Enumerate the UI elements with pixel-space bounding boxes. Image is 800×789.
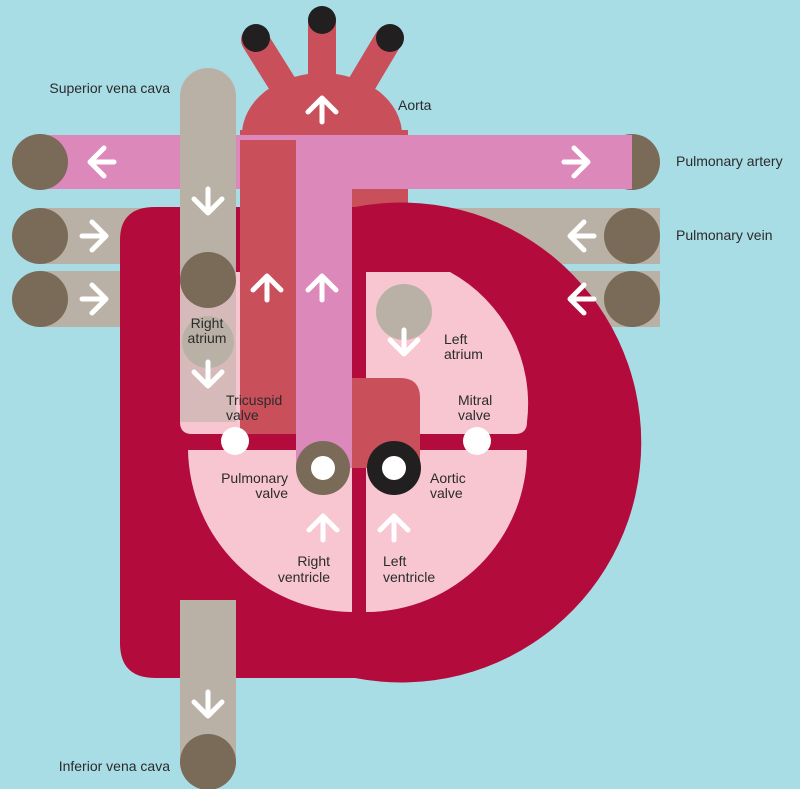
- label-mitral-valve-2: valve: [458, 407, 491, 423]
- label-aortic-valve-1: Aortic: [430, 470, 466, 486]
- label-inferior-vena-cava: Inferior vena cava: [59, 758, 170, 774]
- label-left-ventricle-1: Left: [383, 553, 406, 569]
- label-left-atrium-2: atrium: [444, 346, 483, 362]
- label-pulmonary-valve-1: Pulmonary: [221, 470, 288, 486]
- label-aorta: Aorta: [398, 97, 432, 113]
- pulmonary-vein-end-left-upper: [12, 208, 68, 264]
- label-pulmonary-vein: Pulmonary vein: [676, 227, 773, 243]
- inferior-vena-cava-end: [180, 734, 236, 789]
- aorta-branch-end-middle: [308, 6, 336, 34]
- pulmonary-artery-end-left: [12, 134, 68, 190]
- label-mitral-valve-1: Mitral: [458, 392, 492, 408]
- label-right-ventricle-2: ventricle: [278, 569, 330, 585]
- pulmonary-vein-end-left-lower: [12, 271, 68, 327]
- label-right-ventricle-1: Right: [297, 553, 330, 569]
- label-aortic-valve-2: valve: [430, 485, 463, 501]
- pulmonary-vein-end-right-lower: [604, 271, 660, 327]
- label-tricuspid-valve-2: valve: [226, 407, 259, 423]
- tricuspid-valve-marker: [221, 427, 249, 455]
- aorta-branch-end-right: [376, 24, 404, 52]
- label-pulmonary-valve-2: valve: [255, 485, 288, 501]
- pulmonary-vein-end-right-upper: [604, 208, 660, 264]
- label-right-atrium-1: Right: [191, 315, 224, 331]
- label-right-atrium-2: atrium: [188, 330, 227, 346]
- label-left-atrium-1: Left: [444, 331, 467, 347]
- superior-vena-cava-end: [180, 252, 236, 308]
- mitral-valve-marker: [463, 427, 491, 455]
- label-superior-vena-cava: Superior vena cava: [49, 80, 170, 96]
- label-left-ventricle-2: ventricle: [383, 569, 435, 585]
- label-tricuspid-valve-1: Tricuspid: [226, 392, 282, 408]
- label-pulmonary-artery: Pulmonary artery: [676, 153, 783, 169]
- aorta-branch-end-left: [242, 24, 270, 52]
